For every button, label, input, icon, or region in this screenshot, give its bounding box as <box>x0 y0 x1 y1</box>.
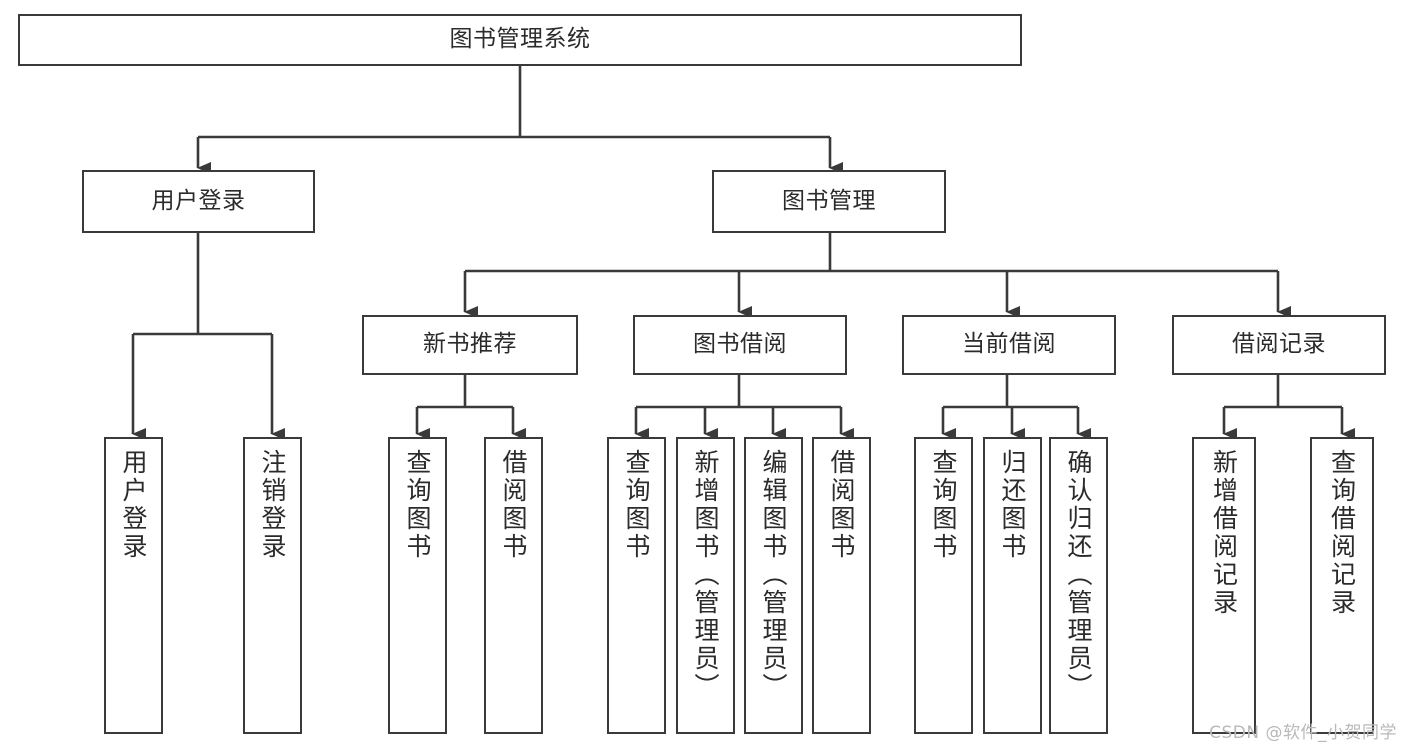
node-borrow-record-label: 借阅记录 <box>1232 331 1326 358</box>
leaf-query-book-b-label: 查询图书 <box>622 449 651 561</box>
leaf-confirm-return[interactable]: 确认归还（管理员） <box>1049 437 1108 734</box>
leaf-user-login-label: 用户登录 <box>119 449 148 561</box>
leaf-add-book[interactable]: 新增图书（管理员） <box>676 437 735 734</box>
node-user-login[interactable]: 用户登录 <box>82 170 315 233</box>
node-root[interactable]: 图书管理系统 <box>18 14 1022 66</box>
leaf-borrow-book-a-label: 借阅图书 <box>499 449 528 561</box>
watermark: CSDN @软件_小贺同学 <box>1209 723 1397 743</box>
node-root-label: 图书管理系统 <box>449 26 591 53</box>
node-current-borrow[interactable]: 当前借阅 <box>902 315 1116 375</box>
node-book-borrow-label: 图书借阅 <box>693 331 787 358</box>
leaf-query-book-b[interactable]: 查询图书 <box>607 437 666 734</box>
leaf-query-book-c[interactable]: 查询图书 <box>914 437 973 734</box>
node-book-manage[interactable]: 图书管理 <box>712 170 946 233</box>
node-borrow-record[interactable]: 借阅记录 <box>1172 315 1386 375</box>
node-new-book-recommend[interactable]: 新书推荐 <box>362 315 578 375</box>
leaf-borrow-book-a[interactable]: 借阅图书 <box>484 437 543 734</box>
leaf-edit-book-label: 编辑图书（管理员） <box>759 449 788 701</box>
leaf-query-book-c-label: 查询图书 <box>929 449 958 561</box>
leaf-add-book-label: 新增图书（管理员） <box>691 449 720 701</box>
leaf-borrow-book-b-label: 借阅图书 <box>827 449 856 561</box>
node-book-manage-label: 图书管理 <box>782 187 876 214</box>
leaf-logout-label: 注销登录 <box>258 449 287 561</box>
leaf-edit-book[interactable]: 编辑图书（管理员） <box>744 437 803 734</box>
node-book-borrow[interactable]: 图书借阅 <box>633 315 847 375</box>
leaf-add-record[interactable]: 新增借阅记录 <box>1192 437 1256 734</box>
leaf-user-login[interactable]: 用户登录 <box>104 437 163 734</box>
leaf-borrow-book-b[interactable]: 借阅图书 <box>812 437 871 734</box>
leaf-query-book-a-label: 查询图书 <box>403 449 432 561</box>
leaf-query-record-label: 查询借阅记录 <box>1327 449 1357 617</box>
node-user-login-label: 用户登录 <box>151 187 246 214</box>
leaf-return-book[interactable]: 归还图书 <box>983 437 1042 734</box>
node-new-book-recommend-label: 新书推荐 <box>423 331 517 358</box>
node-current-borrow-label: 当前借阅 <box>962 331 1056 358</box>
leaf-add-record-label: 新增借阅记录 <box>1209 449 1239 617</box>
leaf-query-book-a[interactable]: 查询图书 <box>388 437 447 734</box>
leaf-confirm-return-label: 确认归还（管理员） <box>1064 449 1093 701</box>
leaf-query-record[interactable]: 查询借阅记录 <box>1310 437 1374 734</box>
leaf-return-book-label: 归还图书 <box>998 449 1027 561</box>
leaf-logout[interactable]: 注销登录 <box>243 437 302 734</box>
